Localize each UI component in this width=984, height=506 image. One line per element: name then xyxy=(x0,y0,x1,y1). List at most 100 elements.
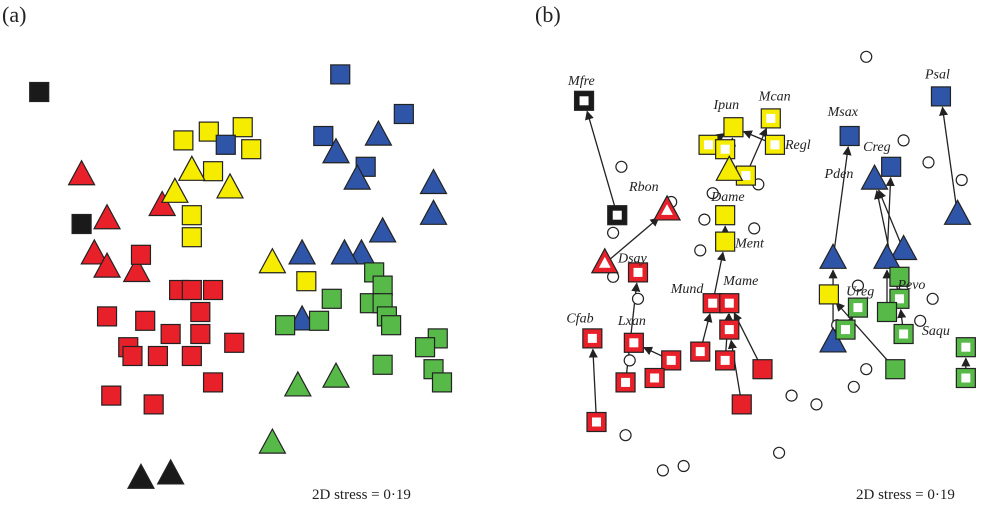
panel-b-species-label: Mfre xyxy=(567,74,595,89)
panel-a-points xyxy=(29,64,453,489)
panel-b-open-circle-11 xyxy=(694,244,707,257)
panel-b-open-circle-8 xyxy=(698,213,711,226)
panel-a-point-38 xyxy=(258,247,287,274)
panel-a-point-17 xyxy=(160,323,181,345)
panel-a-point-8 xyxy=(122,256,151,283)
panel-b-species-label: Ipun xyxy=(712,98,739,113)
panel-b-point-35 xyxy=(819,243,848,269)
panel-b-point-8 xyxy=(715,155,744,181)
panel-b-open-circle-2 xyxy=(922,156,935,169)
panel-b-arrow-24 xyxy=(835,301,892,365)
panel-b-point-32 xyxy=(943,199,972,225)
panel-b-open-circle-20 xyxy=(847,380,860,393)
panel-b-point-28 xyxy=(839,125,860,147)
panel-a-point-69 xyxy=(321,361,351,388)
panel-b-species-label: Msax xyxy=(827,105,859,120)
panel-a-point-18 xyxy=(190,323,211,345)
panel-a-point-67 xyxy=(431,372,453,393)
panel-a-point-16 xyxy=(190,301,211,323)
panel-b-point-0 xyxy=(573,90,595,111)
panel-b-species-label: Regl xyxy=(784,138,811,153)
panel-b-point-4 xyxy=(764,134,786,155)
panel-b-point-23 xyxy=(615,372,636,393)
panel-a-point-34 xyxy=(296,271,317,292)
panel-b-point-12 xyxy=(653,194,682,221)
panel-b-point-25 xyxy=(586,411,607,433)
panel-b-point-3 xyxy=(760,108,781,129)
panel-a-point-26 xyxy=(143,394,164,415)
panel-b-open-circle-24 xyxy=(772,446,786,459)
panel-b-open-circle-26 xyxy=(677,459,690,473)
panel-b-open-circle-6 xyxy=(706,187,719,200)
panel-a-point-49 xyxy=(368,216,397,243)
panel-b-point-18 xyxy=(623,332,644,353)
panel-a-point-55 xyxy=(372,275,393,296)
panel-a-point-7 xyxy=(93,251,122,278)
panel-b-species-label: Dsay xyxy=(617,251,648,266)
panel-a-point-39 xyxy=(215,134,236,155)
panel-a-point-62 xyxy=(275,315,296,336)
panel-a-point-42 xyxy=(313,125,334,147)
panel-a-point-30 xyxy=(241,139,262,160)
panel-b-arrow-13 xyxy=(588,348,598,416)
panel-a-point-12 xyxy=(181,279,202,301)
panel-a-point-29 xyxy=(232,117,253,138)
panel-a-point-61 xyxy=(308,310,330,331)
panel-b-open-circle-14 xyxy=(623,354,636,367)
panel-b-arrow-16 xyxy=(939,106,958,209)
panel-b-arrow-4 xyxy=(747,127,768,170)
panel-b-point-10 xyxy=(715,231,736,252)
panel-b-arrow-0 xyxy=(585,110,617,210)
panel-a-point-65 xyxy=(372,354,393,375)
panel-a-point-9 xyxy=(148,190,177,217)
panel-b-species-label: Saqu xyxy=(922,324,950,339)
panel-b-species-label: Mund xyxy=(670,282,705,297)
panel-b-open-circle-23 xyxy=(619,429,632,442)
panel-a-point-22 xyxy=(147,345,169,367)
panel-b-point-11 xyxy=(818,284,840,305)
panel-b-open-circle-22 xyxy=(810,398,823,411)
panel-b-point-34 xyxy=(872,243,902,269)
panel-a-point-13 xyxy=(202,279,224,301)
panel-a-point-14 xyxy=(96,306,118,327)
panel-a-point-36 xyxy=(160,177,189,203)
panel-b-arrows xyxy=(585,106,971,416)
panel-a-point-25 xyxy=(101,385,122,406)
panel-b-open-circle-18 xyxy=(914,314,927,327)
panel-a-point-2 xyxy=(126,463,155,489)
panel-b-open-circle-5 xyxy=(955,173,968,187)
panel-b-point-31 xyxy=(860,163,889,190)
panel-b-point-13 xyxy=(590,247,619,274)
panel-a-point-68 xyxy=(283,370,312,397)
panel-a-point-70 xyxy=(258,427,287,454)
panel-a-point-27 xyxy=(173,130,194,151)
panel-b-point-1 xyxy=(607,205,628,226)
panel-b-open-circle-1 xyxy=(897,134,910,147)
panel-b-open-circle-19 xyxy=(860,363,873,376)
panel-a-point-45 xyxy=(321,137,351,164)
panel-b-species-label: Rbon xyxy=(628,180,659,195)
panel-a-point-24 xyxy=(202,372,224,393)
panel-b-open-circle-7 xyxy=(748,222,761,235)
panel-b-point-26 xyxy=(752,359,773,380)
panel-a-point-52 xyxy=(288,238,317,265)
panel-a-point-23 xyxy=(181,345,202,367)
panel-b-species-label: Creg xyxy=(863,140,890,155)
panel-b-point-20 xyxy=(661,350,682,371)
panel-b-species-label: Lxan xyxy=(617,314,646,329)
panel-a-point-41 xyxy=(393,103,414,125)
panel-b-open-circle-3 xyxy=(615,160,628,173)
panel-a-point-3 xyxy=(156,458,185,485)
panel-b-point-24 xyxy=(644,367,665,389)
panel-a-point-46 xyxy=(343,163,372,190)
panel-a-point-28 xyxy=(198,121,219,142)
panel-b-point-36 xyxy=(819,326,848,353)
panel-a-point-51 xyxy=(330,238,359,265)
panel-b-point-40 xyxy=(893,323,914,345)
panel-b-open-circle-10 xyxy=(606,226,620,239)
panel-a-point-35 xyxy=(177,155,206,181)
panel-b-species-label: Cfab xyxy=(566,311,593,326)
panel-b-open-circle-17 xyxy=(926,292,939,305)
panel-b-species-label: Mame xyxy=(722,274,758,289)
